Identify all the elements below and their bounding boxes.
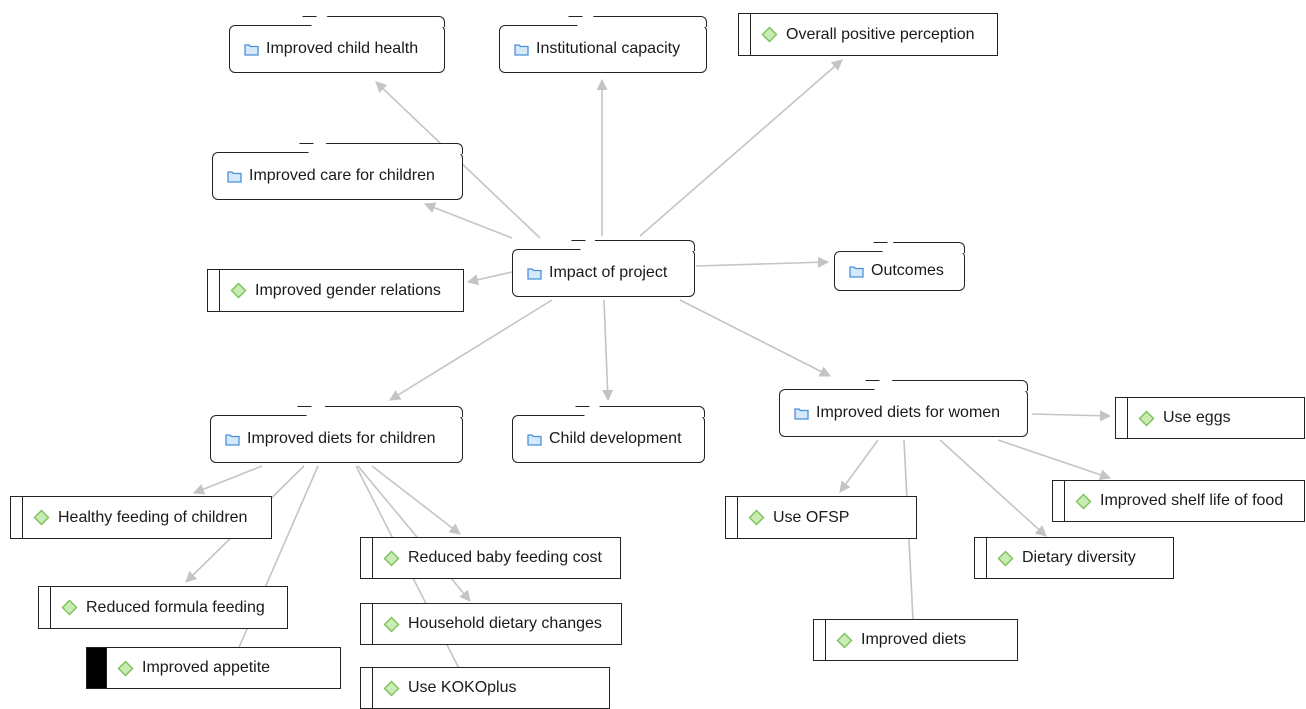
edge-women-shelf — [997, 439, 1112, 481]
node-improved-child-health[interactable]: Improved child health — [229, 16, 445, 73]
node-child-development[interactable]: Child development — [512, 406, 705, 463]
node-label: Improved child health — [266, 40, 419, 57]
diamond-icon — [383, 550, 400, 566]
diamond-icon — [748, 509, 765, 526]
node-use-kokoplus[interactable]: Use KOKOplus — [360, 667, 610, 709]
node-overall-positive-perception[interactable]: Overall positive perception — [738, 13, 998, 56]
edge-impact-care — [423, 202, 513, 239]
node-impact-of-project[interactable]: Impact of project — [512, 240, 695, 297]
node-label: Improved diets — [861, 631, 966, 648]
edge-impact-outcomes — [695, 256, 830, 268]
node-outcomes[interactable]: Outcomes — [834, 242, 965, 291]
node-use-eggs[interactable]: Use eggs — [1115, 397, 1305, 439]
edge-impact-development — [602, 299, 614, 402]
folder-icon — [527, 267, 542, 280]
node-label: Healthy feeding of children — [58, 508, 248, 526]
edge-children-appetite — [228, 465, 319, 670]
node-label: Improved diets for children — [247, 430, 436, 447]
diamond-icon — [997, 550, 1014, 566]
node-institutional-capacity[interactable]: Institutional capacity — [499, 16, 707, 73]
node-improved-diets[interactable]: Improved diets — [813, 619, 1018, 661]
diamond-icon — [1075, 493, 1092, 509]
folder-icon — [227, 170, 242, 183]
node-label: Institutional capacity — [536, 40, 681, 57]
diamond-icon — [117, 660, 134, 676]
node-label: Outcomes — [871, 262, 944, 279]
node-label: Overall positive perception — [786, 25, 975, 43]
folder-icon — [794, 407, 809, 420]
node-household-dietary-changes[interactable]: Household dietary changes — [360, 603, 622, 645]
node-label: Dietary diversity — [1022, 549, 1136, 566]
diamond-icon — [383, 680, 400, 696]
edge-women-improveddiets — [903, 439, 920, 642]
diamond-icon — [836, 632, 853, 648]
diamond-icon — [761, 26, 778, 43]
node-label: Impact of project — [549, 264, 668, 281]
edge-impact-dietschildren — [389, 299, 553, 401]
node-label: Improved appetite — [142, 659, 271, 676]
edge-impact-perception — [639, 59, 843, 237]
diamond-icon — [61, 599, 78, 616]
node-reduced-formula-feeding[interactable]: Reduced formula feeding — [38, 586, 288, 629]
diamond-icon — [383, 616, 400, 632]
diamond-icon — [33, 509, 50, 526]
edge-women-diversity — [939, 439, 1047, 537]
node-label: Reduced baby feeding cost — [408, 549, 602, 566]
edge-children-babycost — [371, 465, 461, 535]
node-healthy-feeding-of-children[interactable]: Healthy feeding of children — [10, 496, 272, 539]
edge-women-eggs — [1031, 410, 1112, 422]
node-label: Improved shelf life of food — [1100, 492, 1284, 509]
diamond-icon — [230, 282, 247, 299]
node-label: Use KOKOplus — [408, 679, 517, 696]
diamond-icon — [1138, 410, 1155, 426]
node-improved-appetite[interactable]: Improved appetite — [86, 647, 341, 689]
node-label: Improved diets for women — [816, 404, 1001, 421]
node-label: Use OFSP — [773, 508, 850, 526]
folder-icon — [244, 43, 259, 56]
node-label: Child development — [549, 430, 682, 447]
node-reduced-baby-feeding-cost[interactable]: Reduced baby feeding cost — [360, 537, 621, 579]
node-improved-gender-relations[interactable]: Improved gender relations — [207, 269, 464, 312]
folder-icon — [849, 265, 864, 278]
node-improved-diets-for-children[interactable]: Improved diets for children — [210, 406, 463, 463]
folder-icon — [225, 433, 240, 446]
node-label: Improved care for children — [249, 167, 435, 184]
edge-impact-gender — [466, 271, 513, 286]
edge-women-ofsp — [839, 439, 879, 493]
node-label: Household dietary changes — [408, 615, 602, 632]
node-improved-shelf-life-of-food[interactable]: Improved shelf life of food — [1052, 480, 1305, 522]
folder-icon — [514, 43, 529, 56]
node-label: Reduced formula feeding — [86, 598, 265, 616]
folder-icon — [527, 433, 542, 446]
node-improved-care-for-children[interactable]: Improved care for children — [212, 143, 463, 200]
node-improved-diets-for-women[interactable]: Improved diets for women — [779, 380, 1028, 437]
node-dietary-diversity[interactable]: Dietary diversity — [974, 537, 1174, 579]
node-use-ofsp[interactable]: Use OFSP — [725, 496, 917, 539]
edge-impact-dietswomen — [679, 299, 831, 377]
node-label: Use eggs — [1163, 409, 1231, 426]
edge-children-healthy — [192, 465, 263, 495]
node-label: Improved gender relations — [255, 281, 441, 299]
